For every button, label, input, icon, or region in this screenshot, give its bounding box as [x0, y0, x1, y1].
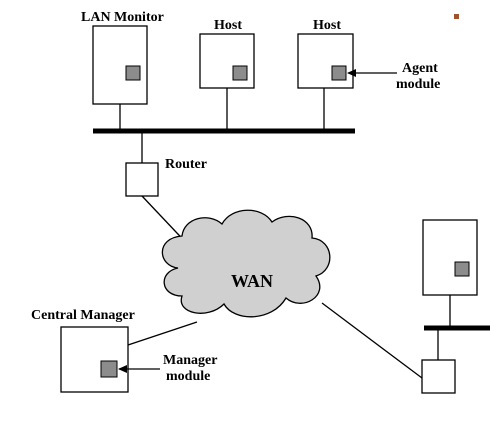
router-label: Router	[165, 157, 207, 172]
central-manager-box	[60, 326, 129, 393]
remote-host-box	[422, 219, 478, 296]
manager-module-label-line2: module	[166, 369, 210, 384]
remote-router-box	[421, 359, 456, 394]
lan-monitor-agent-module	[125, 65, 141, 81]
wan-label: WAN	[231, 271, 273, 291]
slide-bullet-icon	[454, 14, 459, 19]
remote-host-agent-module	[454, 261, 470, 277]
lan-monitor-box	[92, 25, 148, 105]
host-1-agent-module	[232, 65, 248, 81]
host-1-label: Host	[214, 18, 242, 33]
lan-monitor-label: LAN Monitor	[81, 10, 164, 25]
wan-to-remote-router-link	[321, 302, 423, 379]
manager-module-label-line1: Manager	[163, 353, 217, 368]
agent-module-label-line1: Agent	[402, 61, 438, 76]
manager-module	[100, 360, 118, 378]
host-2-label: Host	[313, 18, 341, 33]
wan-cloud	[161, 209, 331, 318]
central-manager-to-wan-link	[127, 321, 198, 346]
host-2-agent-module	[331, 65, 347, 81]
central-manager-label: Central Manager	[31, 308, 135, 323]
router-box	[125, 162, 159, 197]
agent-module-label-line2: module	[396, 77, 440, 92]
